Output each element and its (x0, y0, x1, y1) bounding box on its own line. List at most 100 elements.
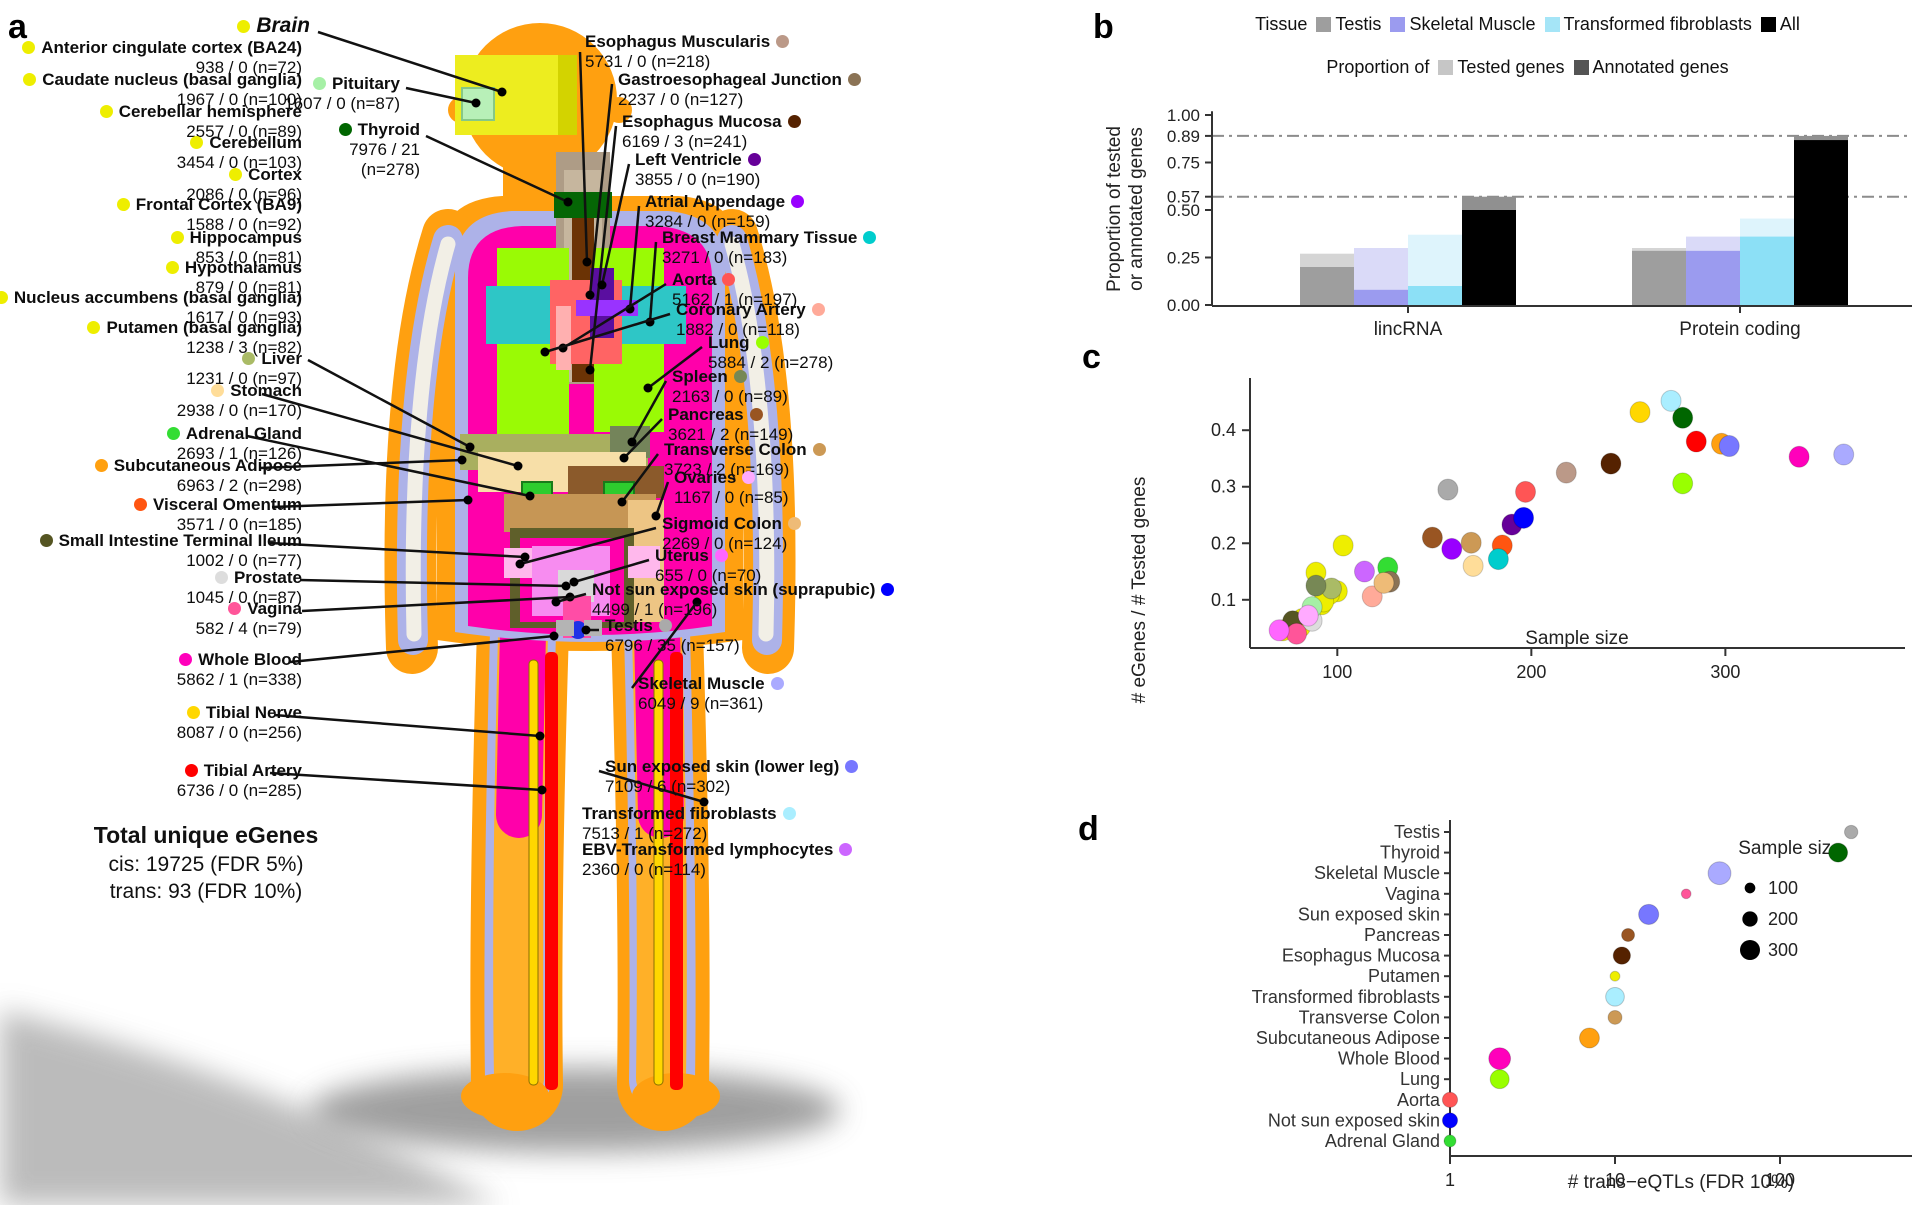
svg-text:lincRNA: lincRNA (1374, 319, 1443, 340)
scatter-point (1515, 480, 1537, 503)
legend-swatch (1760, 17, 1776, 32)
tissue-name: Coronary Artery (676, 300, 806, 319)
tissue-name: Hypothalamus (184, 258, 302, 277)
tissue-stat: 1882 / 0 (n=118) (676, 320, 800, 340)
c-x-axis-title: Sample size (1525, 628, 1629, 649)
tissue-name: Transverse Colon (664, 440, 807, 459)
tissue-stat: 2269 / 0 (n=124) (662, 534, 788, 554)
svg-text:0.3: 0.3 (1211, 477, 1236, 497)
tissue-name: Cerebellar hemisphere (118, 102, 302, 121)
tissue-color-dot (186, 706, 200, 719)
tissue-name: Ovaries (674, 468, 737, 487)
tissue-name: Pancreas (668, 405, 744, 424)
tissue-name: Small Intestine Terminal Ileum (58, 531, 302, 550)
tissue-color-dot (166, 427, 180, 440)
svg-text:300: 300 (1768, 940, 1798, 960)
tissue-name: Uterus (655, 546, 709, 565)
tissue-name: Stomach (230, 381, 302, 400)
tissue-name: Aorta (672, 270, 717, 289)
tissue-stat: 5731 / 0 (n=218) (585, 52, 711, 72)
scatter-point (1788, 445, 1810, 468)
total-egenes-block: Total unique eGenes cis: 19725 (FDR 5%) … (36, 822, 376, 906)
tissue-name: Not sun exposed skin (suprapubic) (592, 580, 876, 599)
tissue-stat: 2237 / 0 (n=127) (618, 90, 744, 110)
tissue-stat: 3454 / 0 (n=103) (176, 153, 302, 173)
legend-swatch (1573, 60, 1589, 75)
tissue-stat: 1588 / 0 (n=92) (186, 215, 302, 235)
scatter-point (1441, 537, 1463, 560)
tissue-name: Anterior cingulate cortex (BA24) (41, 38, 302, 57)
tissue-name: Adrenal Gland (185, 424, 302, 443)
tissue-name: Esophagus Mucosa (622, 112, 782, 131)
scatter-point (1268, 619, 1290, 642)
scatter-point (1286, 622, 1308, 645)
scatter-point (1833, 443, 1855, 466)
scatter-point (1462, 554, 1484, 577)
scatter-point (1513, 506, 1535, 529)
tissue-color-dot (881, 583, 895, 596)
tissue-color-dot (787, 517, 801, 530)
legend-swatch (1544, 17, 1560, 32)
svg-text:1.00: 1.00 (1167, 106, 1200, 125)
tissue-color-dot (134, 498, 148, 511)
tissue-name: Transformed fibroblasts (582, 804, 777, 823)
scatter-point (1672, 472, 1694, 495)
tissue-name: Pituitary (331, 74, 400, 93)
tissue-color-dot (39, 534, 53, 547)
tissue-color-dot (812, 443, 826, 456)
trans-eqtl-dot (1638, 903, 1660, 925)
svg-text:Esophagus Mucosa: Esophagus Mucosa (1282, 946, 1441, 966)
tissue-name: Breast Mammary Tissue (662, 228, 858, 247)
tissue-stat: 582 / 4 (n=79) (195, 619, 302, 639)
tissue-color-dot (791, 195, 805, 208)
scatter-point (1460, 531, 1482, 554)
legend-item: Tested genes (1438, 57, 1565, 78)
scatter-point (1672, 406, 1694, 429)
svg-text:100: 100 (1322, 662, 1352, 682)
trans-eqtl-dot (1680, 888, 1692, 900)
tissue-color-dot (170, 231, 184, 244)
tissue-label: Not sun exposed skin (suprapubic)4499 / … (592, 580, 895, 620)
tissue-color-dot (755, 336, 769, 349)
tissue-name: Putamen (basal ganglia) (106, 318, 302, 337)
tissue-color-dot (787, 115, 801, 128)
tissue-stat: 3284 / 0 (n=159) (645, 212, 771, 232)
tissue-stat: 6963 / 2 (n=298) (176, 476, 302, 496)
tissue-stat: 8087 / 0 (n=256) (176, 723, 302, 743)
svg-text:Pancreas: Pancreas (1364, 925, 1440, 945)
panel-a-letter: a (8, 8, 27, 46)
legend-item: All (1760, 14, 1800, 35)
tissue-color-dot (229, 168, 243, 181)
tissue-stat: 2086 / 0 (n=96) (186, 185, 302, 205)
scatter-point (1487, 548, 1509, 571)
svg-text:Not sun exposed skin: Not sun exposed skin (1268, 1110, 1440, 1130)
tissue-stat: 3855 / 0 (n=190) (635, 170, 761, 190)
panel-c-letter: c (1082, 338, 1101, 376)
tissue-color-dot (749, 408, 763, 421)
tissue-label: Brain (237, 14, 310, 39)
scatter-point (1297, 604, 1319, 627)
total-egenes-cis: cis: 19725 (FDR 5%) (108, 853, 304, 876)
tissue-name: Testis (605, 616, 653, 635)
tissue-stat: 1231 / 0 (n=97) (186, 369, 302, 389)
panel-d-letter: d (1078, 810, 1099, 848)
trans-eqtl-dot (1609, 970, 1621, 982)
tissue-stat: 4499 / 1 (n=196) (592, 600, 718, 620)
svg-text:Aorta: Aorta (1397, 1090, 1441, 1110)
